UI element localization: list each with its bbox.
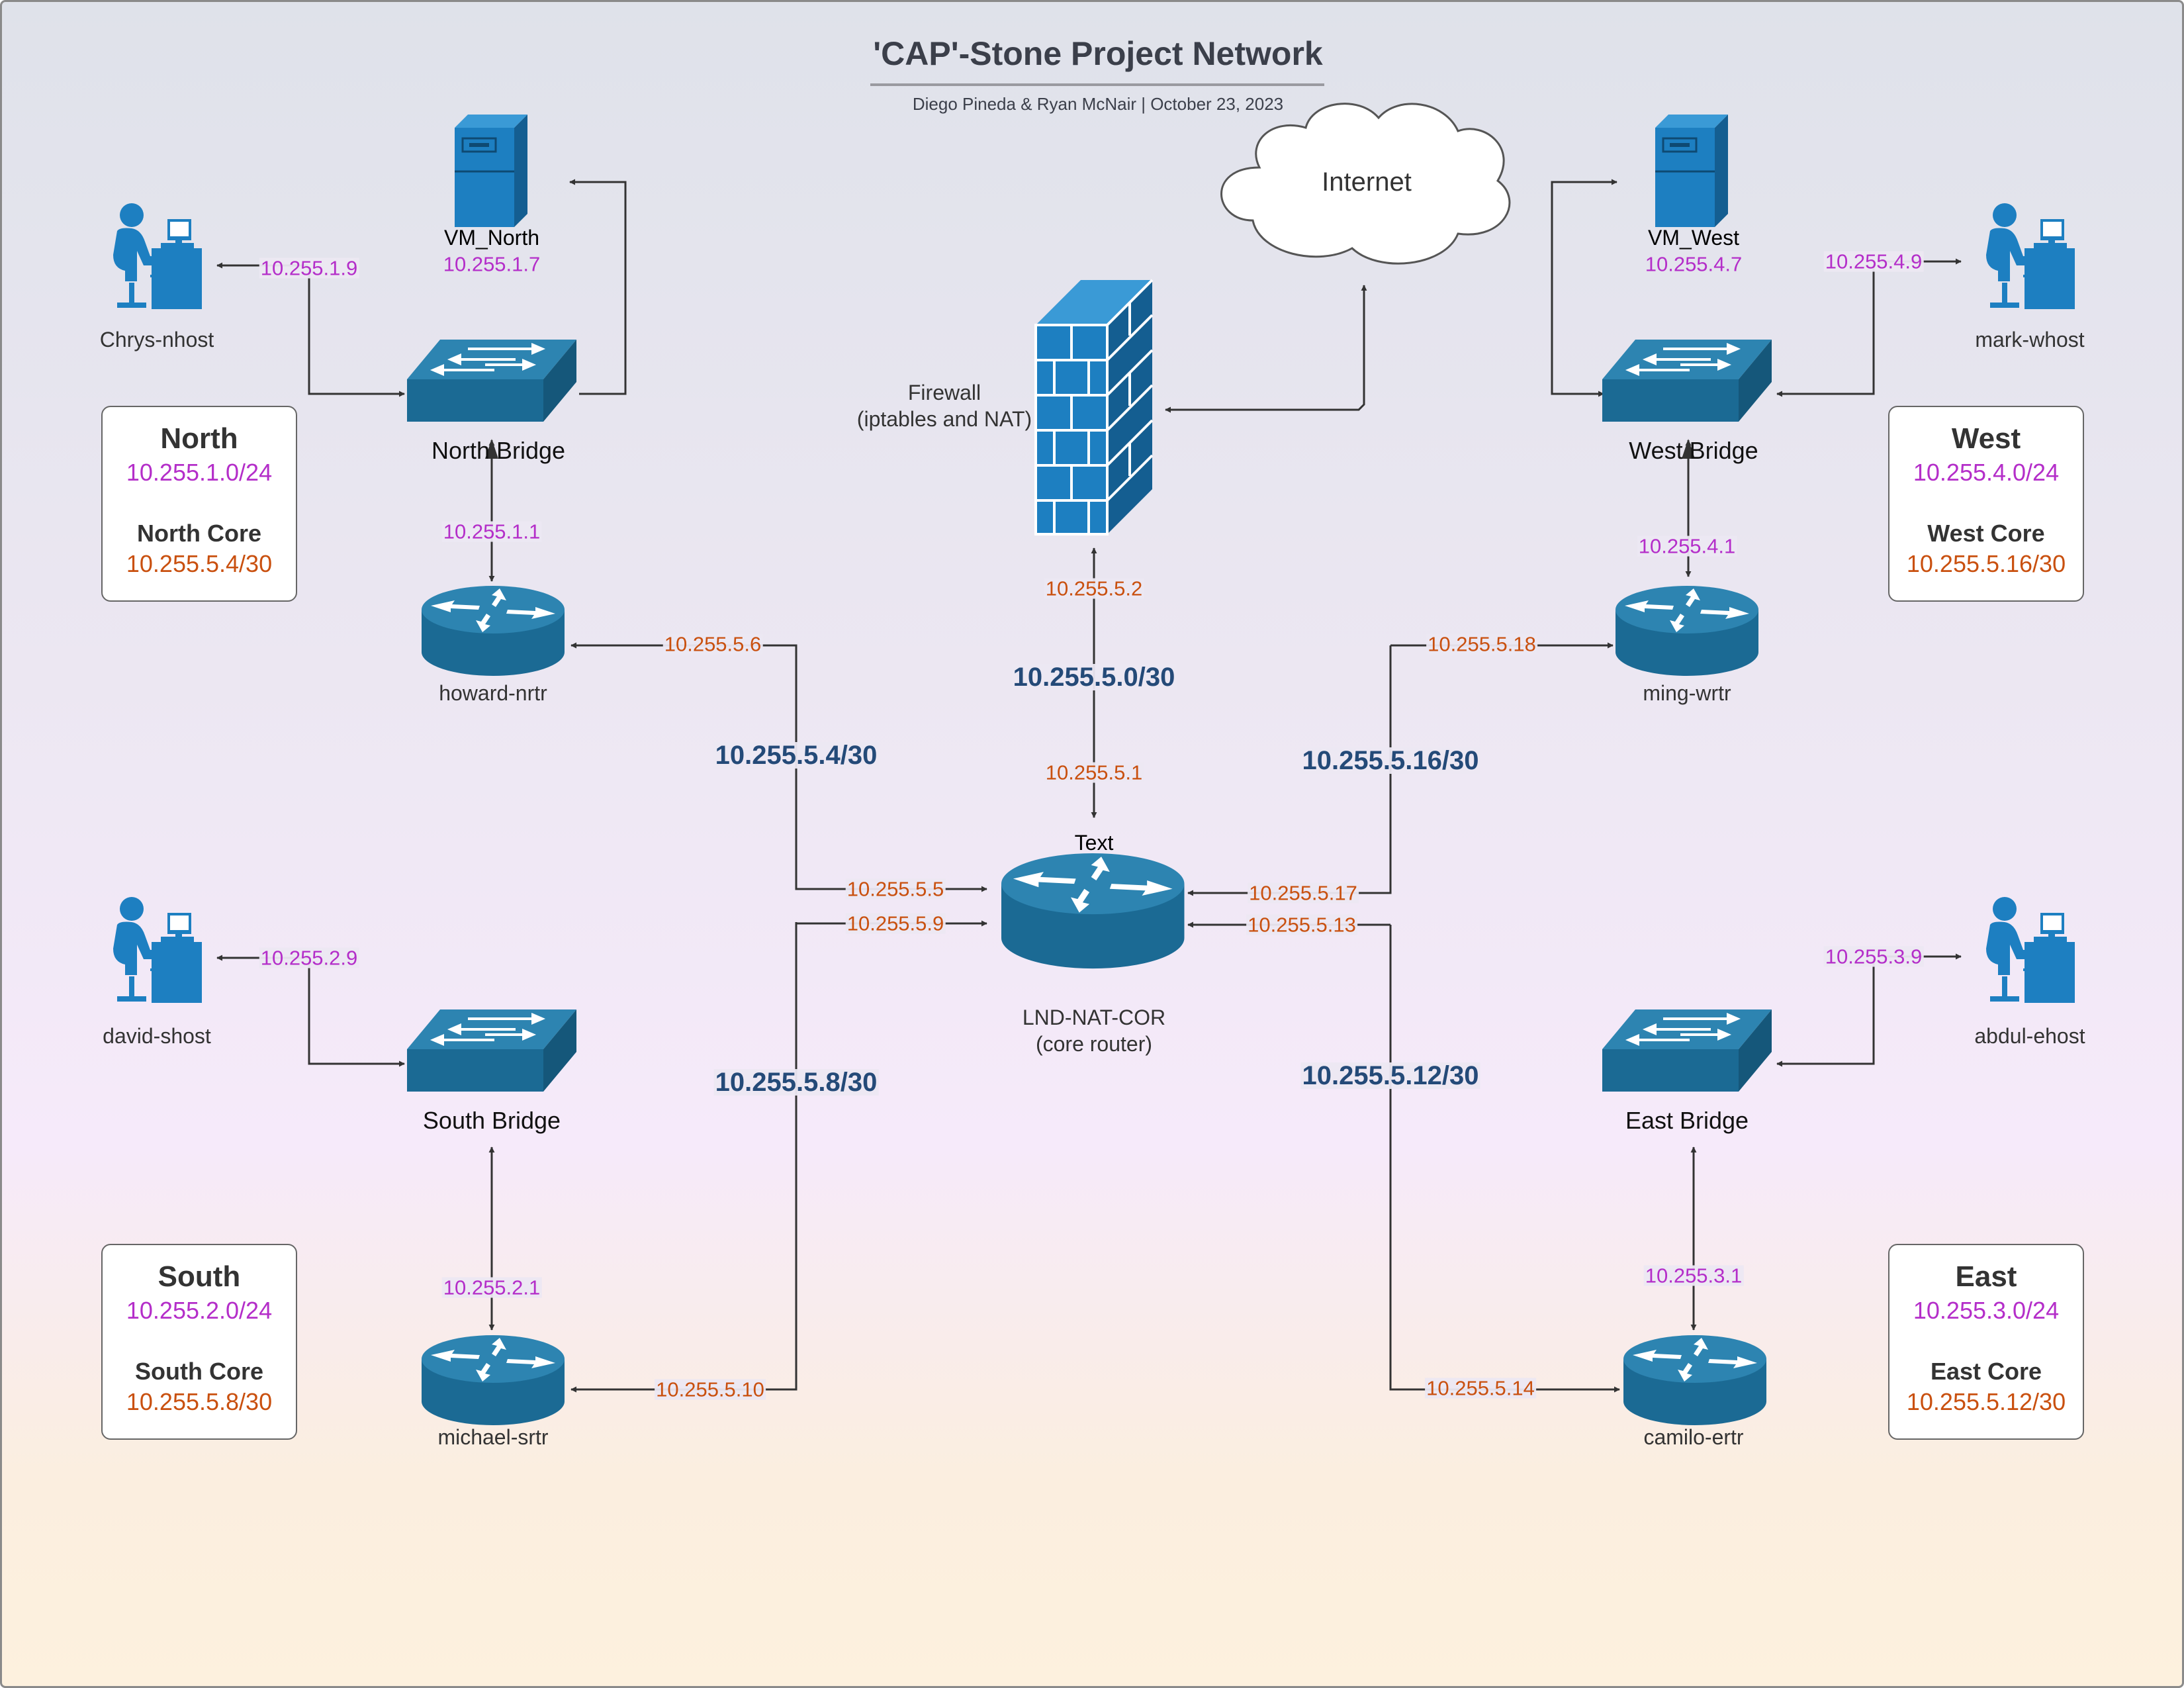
south-host-name: david-shost: [103, 1024, 211, 1048]
south-switch: [406, 1008, 578, 1093]
west-box-name: West: [1951, 422, 2021, 455]
east-host-figure: [1986, 897, 2075, 1003]
core-router-top-text: Text: [1074, 831, 1114, 855]
west-switch: [1601, 338, 1773, 423]
south-bridge-label: South Bridge: [422, 1107, 561, 1134]
west-bridge-label: West Bridge: [1629, 437, 1758, 464]
core-router-role: (core router): [1035, 1032, 1153, 1056]
east-bridge-label: East Bridge: [1625, 1107, 1749, 1134]
east-box-core-label: East Core: [1930, 1358, 2042, 1385]
firewall-icon: [1034, 279, 1154, 536]
north-host-figure: [113, 203, 202, 309]
north-vm-name: VM_North: [443, 226, 540, 250]
west-core-side-ip: 10.255.5.17: [1248, 881, 1359, 905]
south-box-core-subnet: 10.255.5.8/30: [126, 1388, 273, 1415]
west-link-network: 10.255.5.16/30: [1300, 746, 1480, 775]
east-box-core-subnet: 10.255.5.12/30: [1906, 1388, 2066, 1415]
south-router-name: michael-srtr: [437, 1425, 549, 1449]
east-router: [1623, 1335, 1766, 1425]
south-summary-box: South 10.255.2.0/24 South Core 10.255.5.…: [101, 1244, 297, 1440]
page-subtitle: Diego Pineda & Ryan McNair | October 23,…: [912, 94, 1284, 114]
north-summary-box: North 10.255.1.0/24 North Core 10.255.5.…: [101, 406, 297, 602]
north-router-lan-ip: 10.255.1.1: [441, 520, 542, 543]
north-bridge-label: North Bridge: [431, 437, 566, 464]
south-box-name: South: [158, 1260, 241, 1293]
north-router-name: howard-nrtr: [439, 681, 547, 705]
north-link-network: 10.255.5.4/30: [713, 741, 879, 770]
east-router-name: camilo-ertr: [1643, 1425, 1744, 1449]
west-vm-name: VM_West: [1647, 226, 1740, 250]
west-summary-box: West 10.255.4.0/24 West Core 10.255.5.16…: [1888, 406, 2084, 602]
north-router: [422, 586, 565, 676]
south-core-side-ip: 10.255.5.9: [845, 912, 946, 935]
north-host-ip: 10.255.1.9: [259, 256, 359, 280]
north-vm-ip: 10.255.1.7: [443, 252, 541, 276]
east-box-name: East: [1955, 1260, 2017, 1293]
east-host-name: abdul-ehost: [1974, 1024, 2085, 1048]
core-router: [1001, 853, 1185, 969]
north-box-core-label: North Core: [137, 520, 261, 547]
south-router-wan-ip: 10.255.5.10: [655, 1378, 766, 1401]
core-router-name: LND-NAT-COR: [1022, 1006, 1166, 1029]
core-router-ip-up: 10.255.5.1: [1044, 761, 1144, 784]
east-router-lan-ip: 10.255.3.1: [1643, 1264, 1744, 1288]
north-vm-server: [453, 113, 529, 228]
south-box-core-label: South Core: [135, 1358, 263, 1385]
south-router: [422, 1335, 565, 1425]
east-host-ip: 10.255.3.9: [1823, 945, 1924, 968]
south-host-figure: [113, 897, 202, 1003]
north-switch: [406, 338, 578, 423]
east-router-wan-ip: 10.255.5.14: [1425, 1376, 1536, 1400]
west-host-ip: 10.255.4.9: [1823, 250, 1924, 273]
west-router-lan-ip: 10.255.4.1: [1637, 534, 1737, 558]
north-core-side-ip: 10.255.5.5: [845, 877, 946, 901]
west-vm-ip: 10.255.4.7: [1645, 252, 1743, 276]
west-host-name: mark-whost: [1975, 328, 2085, 352]
firewall-ip: 10.255.5.2: [1044, 577, 1144, 600]
east-core-side-ip: 10.255.5.13: [1246, 913, 1357, 937]
west-box-core-label: West Core: [1927, 520, 2045, 547]
west-vm-server: [1654, 113, 1729, 228]
west-router-wan-ip: 10.255.5.18: [1426, 632, 1537, 656]
north-box-core-subnet: 10.255.5.4/30: [126, 550, 273, 577]
south-host-ip: 10.255.2.9: [259, 946, 359, 970]
firewall-label-line2: (iptables and NAT): [856, 407, 1032, 431]
internet-label: Internet: [1322, 167, 1412, 197]
west-router-name: ming-wrtr: [1643, 681, 1731, 705]
page-title: 'CAP'-Stone Project Network: [873, 35, 1323, 72]
west-host-figure: [1986, 203, 2075, 309]
core-link-network: 10.255.5.0/30: [1011, 663, 1177, 692]
east-switch: [1601, 1008, 1773, 1093]
south-link-network: 10.255.5.8/30: [713, 1068, 879, 1097]
firewall-label-line1: Firewall: [907, 381, 981, 404]
north-router-wan-ip: 10.255.5.6: [662, 632, 763, 656]
internet-cloud-icon: [1220, 103, 1511, 265]
west-router: [1615, 586, 1758, 676]
south-box-subnet: 10.255.2.0/24: [126, 1297, 273, 1324]
east-summary-box: East 10.255.3.0/24 East Core 10.255.5.12…: [1888, 1244, 2084, 1440]
west-box-core-subnet: 10.255.5.16/30: [1906, 550, 2066, 577]
east-box-subnet: 10.255.3.0/24: [1913, 1297, 2060, 1324]
south-router-lan-ip: 10.255.2.1: [441, 1276, 542, 1299]
west-box-subnet: 10.255.4.0/24: [1913, 459, 2060, 486]
north-box-subnet: 10.255.1.0/24: [126, 459, 273, 486]
north-host-name: Chrys-nhost: [99, 328, 214, 352]
north-box-name: North: [160, 422, 238, 455]
east-link-network: 10.255.5.12/30: [1300, 1061, 1480, 1090]
